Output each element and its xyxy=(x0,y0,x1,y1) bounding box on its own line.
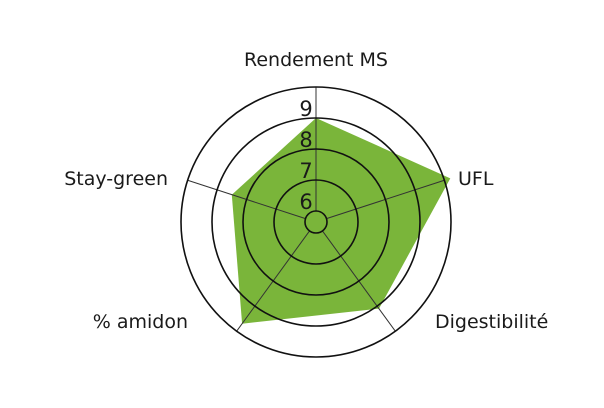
axis-label-stay-green: Stay-green xyxy=(64,168,168,190)
ring-7 xyxy=(242,148,390,296)
ring-8 xyxy=(211,117,421,327)
axis-label-amidon: % amidon xyxy=(93,311,188,333)
tick-labels: 6 7 8 9 xyxy=(299,97,312,214)
tick-label-7: 7 xyxy=(299,159,312,183)
rings xyxy=(180,86,452,358)
series-area xyxy=(231,118,451,324)
axis-label-rendement-ms: Rendement MS xyxy=(244,49,388,71)
ring-9 xyxy=(180,86,452,358)
axis-labels: Rendement MS UFL Digestibilité % amidon Stay… xyxy=(64,49,548,333)
tick-label-8: 8 xyxy=(299,128,312,152)
ring-5 xyxy=(304,210,328,234)
axis-label-ufl: UFL xyxy=(458,168,494,190)
tick-label-6: 6 xyxy=(299,190,312,214)
tick-label-9: 9 xyxy=(299,97,312,121)
axis-label-digestibilite: Digestibilité xyxy=(435,311,548,333)
ring-6 xyxy=(273,179,359,265)
